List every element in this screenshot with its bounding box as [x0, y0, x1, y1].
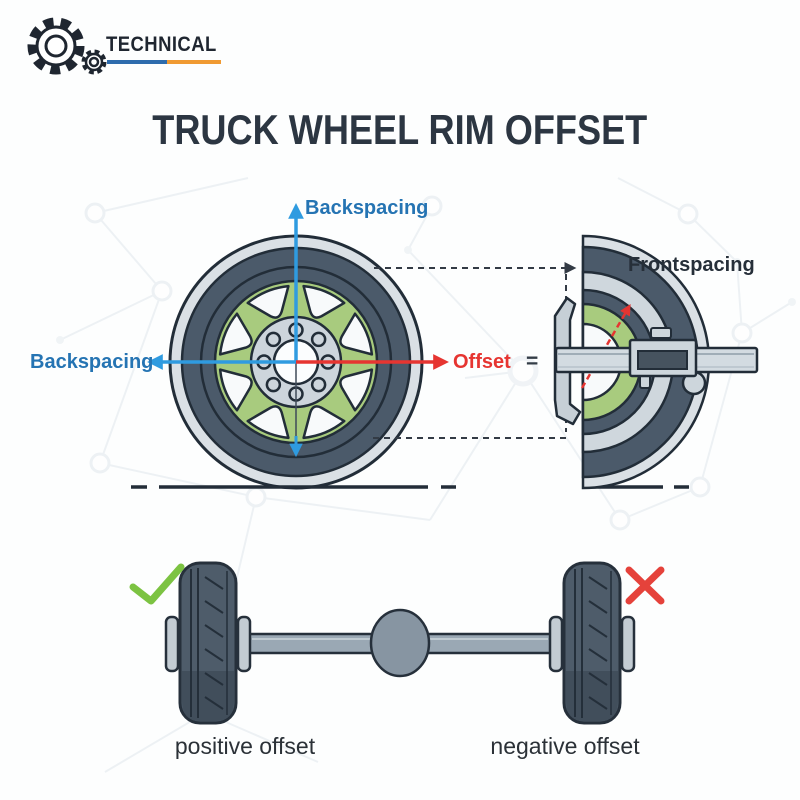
tire-right — [562, 561, 622, 725]
caliper — [553, 296, 759, 426]
gear-icon-small — [81, 49, 107, 75]
frontspacing-label: Frontspacing — [628, 254, 755, 276]
checkmark-icon — [129, 563, 185, 605]
page-title: TRUCK WHEEL RIM OFFSET — [152, 106, 648, 153]
backspacing-left-label: Backspacing — [30, 351, 154, 373]
equals-sign: = — [526, 350, 539, 373]
brand-underline-blue — [107, 60, 168, 64]
axle-diagram — [129, 561, 665, 725]
offset-label: Offset — [453, 351, 511, 373]
caliper-display — [637, 350, 688, 370]
negative-offset-label: negative offset — [490, 733, 640, 759]
brand-underline-orange — [167, 60, 221, 64]
cross-icon — [625, 566, 665, 605]
logo — [27, 17, 107, 75]
brand-name: TECHNICAL — [106, 33, 217, 56]
differential — [369, 608, 431, 678]
gear-icon-large — [27, 17, 85, 75]
backspacing-top-label: Backspacing — [305, 197, 429, 219]
brand-underline — [107, 60, 221, 64]
positive-offset-label: positive offset — [174, 733, 316, 759]
caliper-lock-screw — [650, 327, 672, 339]
tire-left — [178, 561, 238, 725]
